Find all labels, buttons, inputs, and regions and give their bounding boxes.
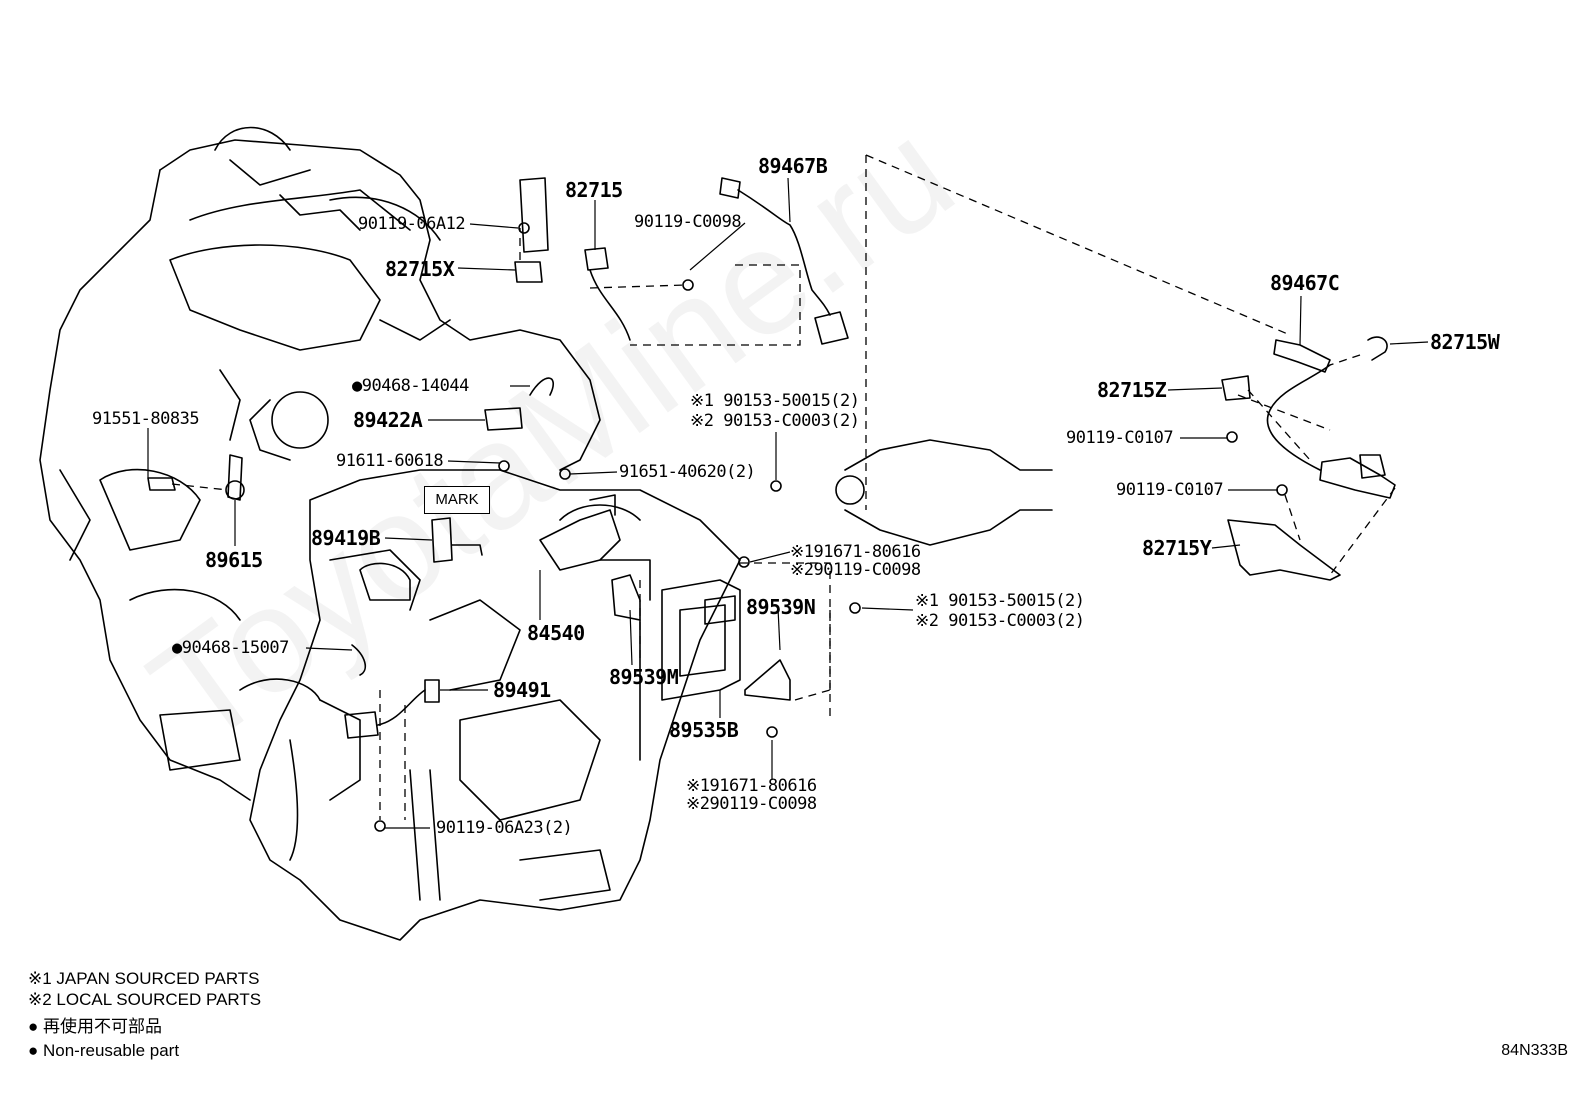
callout-90119-c0098-top: 90119-C0098	[634, 212, 742, 232]
callout-90119-c0098-a: ※290119-C0098	[790, 560, 921, 580]
callout-91551-80835: 91551-80835	[92, 409, 200, 429]
callout-90119-c0107-b: 90119-C0107	[1116, 480, 1224, 500]
oxygen-sensor-89467b	[719, 177, 849, 345]
callout-89422a: 89422A	[353, 408, 423, 432]
illustration-code: 84N333B	[1501, 1042, 1568, 1059]
bracket-82715y	[1227, 519, 1341, 581]
callout-82715: 82715	[565, 178, 623, 202]
guide-lines	[171, 154, 1396, 820]
leader-lines	[147, 177, 1429, 829]
bracket-82715	[519, 177, 549, 253]
sensor-89419b	[431, 517, 453, 563]
callout-82715y: 82715Y	[1142, 536, 1212, 560]
small-bolts	[374, 222, 1288, 832]
callout-90119-c0107-a: 90119-C0107	[1066, 428, 1174, 448]
callout-91671-80616-a: ※191671-80616	[790, 542, 921, 562]
callout-90119-06a23: 90119-06A23(2)	[436, 818, 573, 838]
sensor-89422a	[484, 407, 523, 431]
callout-90153-50015-a: ※1 90153-50015(2)	[690, 391, 860, 411]
callout-89467c: 89467C	[1270, 271, 1340, 295]
callout-89419b: 89419B	[311, 526, 381, 550]
callout-82715z: 82715Z	[1097, 378, 1167, 402]
callout-82715x: 82715X	[385, 257, 455, 281]
sensor-89491-connector	[424, 679, 440, 703]
bolt-91551	[147, 477, 176, 491]
clip-90468-14044	[529, 377, 555, 396]
bracket-89539m	[611, 574, 641, 621]
callout-89615: 89615	[205, 548, 263, 572]
bracket-89539n	[744, 659, 791, 701]
callout-82715w: 82715W	[1430, 330, 1500, 354]
callout-90119-06a12: 90119-06A12	[358, 214, 466, 234]
callout-91671-80616-b: ※191671-80616	[686, 776, 817, 796]
oxygen-sensor-89467c	[1266, 339, 1396, 499]
callout-90119-c0098-b: ※290119-C0098	[686, 794, 817, 814]
legend-non-reusable-jp: ● 再使用不可部品	[28, 1017, 162, 1036]
bracket-82715z	[1221, 375, 1251, 401]
legend-japan-sourced: ※1 JAPAN SOURCED PARTS	[28, 969, 260, 988]
exhaust-pipe	[835, 439, 1053, 546]
ecu-89535b-illustration	[661, 579, 741, 701]
sensor-89491	[344, 711, 379, 739]
engine-illustration	[39, 126, 601, 801]
bracket-82715x	[514, 261, 543, 283]
callout-90153-c0003-b: ※2 90153-C0003(2)	[915, 611, 1085, 631]
legend-non-reusable-en: ● Non-reusable part	[28, 1041, 180, 1060]
callout-91651-40620: 91651-40620(2)	[619, 462, 756, 482]
callout-90153-c0003-a: ※2 90153-C0003(2)	[690, 411, 860, 431]
clip-90468-15007	[351, 644, 367, 676]
sensor-84540	[539, 509, 621, 571]
callout-89535b: 89535B	[669, 718, 739, 742]
callout-90468-15007: ●90468-15007	[172, 638, 289, 658]
transmission-illustration	[249, 469, 741, 941]
callout-89491: 89491	[493, 678, 551, 702]
sensor-89615	[227, 454, 243, 501]
callout-91611-60618: 91611-60618	[336, 451, 444, 471]
callout-89539m: 89539M	[609, 665, 679, 689]
mark-label: MARK	[424, 486, 490, 514]
callout-89467b: 89467B	[758, 154, 828, 178]
callout-89539n: 89539N	[746, 595, 816, 619]
clip-82715w	[1367, 336, 1388, 361]
callout-90468-14044: ●90468-14044	[352, 376, 469, 396]
callout-90153-50015-b: ※1 90153-50015(2)	[915, 591, 1085, 611]
callout-84540: 84540	[527, 621, 585, 645]
legend-local-sourced: ※2 LOCAL SOURCED PARTS	[28, 990, 262, 1009]
